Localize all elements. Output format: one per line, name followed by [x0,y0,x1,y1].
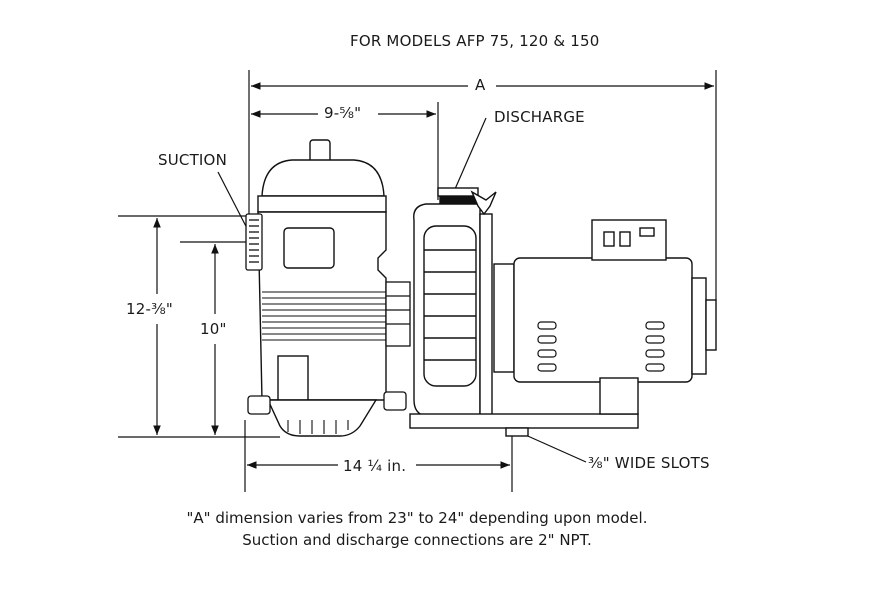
dimension-9-5-8-label: 9-⅝" [324,104,362,122]
drain-plugs [247,391,407,415]
suction-port [245,213,263,271]
motor [493,219,717,383]
pump-base [409,377,639,437]
pump-neck [385,281,411,347]
dimension-12-3-8-label: 12-⅜" [126,300,173,318]
note-connections: Suction and discharge connections are 2"… [242,531,592,549]
strainer-pot [257,139,387,437]
slots-label: ⅜" WIDE SLOTS [588,454,710,472]
dimension-a-label: A [475,76,486,94]
discharge-label: DISCHARGE [494,108,585,126]
dimension-14-1-4-label: 14 ¼ in. [343,457,407,475]
volute [413,187,497,419]
suction-label: SUCTION [158,151,227,169]
strainer-ribs [262,291,386,434]
dimension-lines [153,82,714,469]
note-a-dimension: "A" dimension varies from 23" to 24" dep… [186,509,648,527]
dimension-10-label: 10" [200,320,227,338]
extension-lines [118,70,717,492]
page-title: FOR MODELS AFP 75, 120 & 150 [350,32,600,50]
motor-vents [537,321,665,372]
